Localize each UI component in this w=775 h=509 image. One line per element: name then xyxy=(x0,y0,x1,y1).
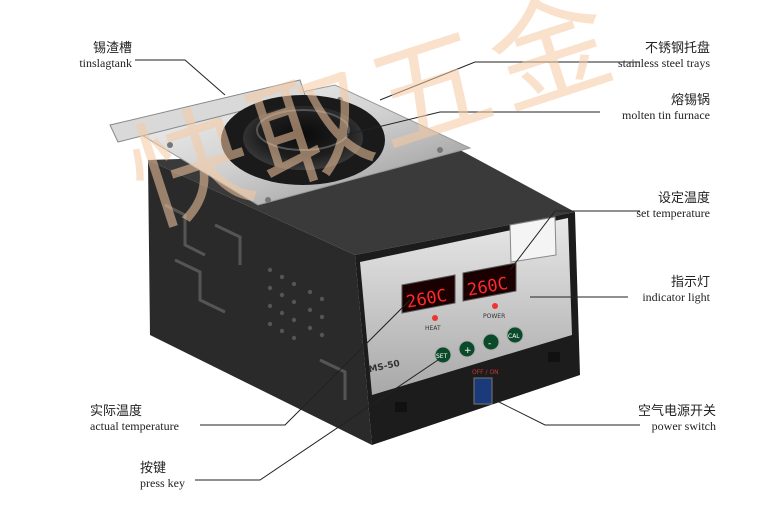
label-tin-slag-tank-zh: 锡渣槽 xyxy=(92,41,132,56)
power-label: POWER xyxy=(483,313,505,320)
molten-tin-pot-highlight xyxy=(256,109,350,151)
label-tin-slag-tank-en: tinslagtank xyxy=(79,55,132,70)
label-molten-tin-furnace-zh: 熔锡锅 xyxy=(670,93,710,108)
cal-key[interactable] xyxy=(506,326,524,344)
tin-slag-tank-lip xyxy=(109,79,306,143)
power-indicator-led xyxy=(492,303,498,309)
label-indicator-light-en: indicator light xyxy=(642,289,710,304)
label-stainless-trays-zh: 不锈钢托盘 xyxy=(644,41,710,56)
label-press-key: 按键 press key xyxy=(140,461,220,491)
label-indicator-light-zh: 指示灯 xyxy=(670,275,710,290)
label-actual-temperature-en: actual temperature xyxy=(90,418,179,433)
label-power-switch-zh: 空气电源开关 xyxy=(637,404,716,419)
label-molten-tin-furnace: 熔锡锅 molten tin furnace xyxy=(570,93,710,123)
minus-key-label: - xyxy=(488,339,491,349)
minus-key[interactable] xyxy=(482,333,500,351)
label-set-temperature-en: set temperature xyxy=(636,205,710,220)
label-set-temperature-zh: 设定温度 xyxy=(657,191,710,206)
label-press-key-zh: 按键 xyxy=(140,461,167,476)
plus-key[interactable] xyxy=(458,340,476,358)
power-switch[interactable] xyxy=(473,377,493,405)
circuit-trace-pattern xyxy=(164,203,347,400)
label-tin-slag-tank: 锡渣槽 tinslagtank xyxy=(40,41,132,71)
label-press-key-en: press key xyxy=(140,475,185,490)
label-molten-tin-furnace-en: molten tin furnace xyxy=(622,107,710,122)
cal-key-label: CAL xyxy=(508,333,520,340)
molten-tin-pot-inner xyxy=(243,106,363,170)
set-key[interactable] xyxy=(434,346,452,364)
plus-key-label: + xyxy=(464,346,472,356)
set-temperature-display xyxy=(462,262,517,302)
front-foot-right xyxy=(548,352,560,362)
label-power-switch: 空气电源开关 power switch xyxy=(580,404,716,434)
label-actual-temperature: 实际温度 actual temperature xyxy=(90,404,220,434)
callout-lines xyxy=(135,59,640,481)
control-panel xyxy=(360,218,572,395)
label-actual-temperature-zh: 实际温度 xyxy=(90,404,143,419)
label-stainless-trays-en: stainless steel trays xyxy=(618,55,710,70)
label-power-switch-en: power switch xyxy=(651,418,716,433)
actual-temperature-display xyxy=(401,274,456,314)
set-key-label: SET xyxy=(436,353,448,360)
press-keys: SET + - CAL xyxy=(434,326,524,364)
label-stainless-trays: 不锈钢托盘 stainless steel trays xyxy=(570,41,710,71)
heat-indicator-led xyxy=(432,315,438,321)
heat-label: HEAT xyxy=(425,325,441,332)
label-indicator-light: 指示灯 indicator light xyxy=(570,275,710,305)
front-foot-left xyxy=(395,402,407,412)
left-side-panel xyxy=(148,160,372,445)
label-set-temperature: 设定温度 set temperature xyxy=(570,191,710,221)
switch-label: OFF / ON xyxy=(472,369,499,376)
side-vent-pattern xyxy=(267,267,325,341)
